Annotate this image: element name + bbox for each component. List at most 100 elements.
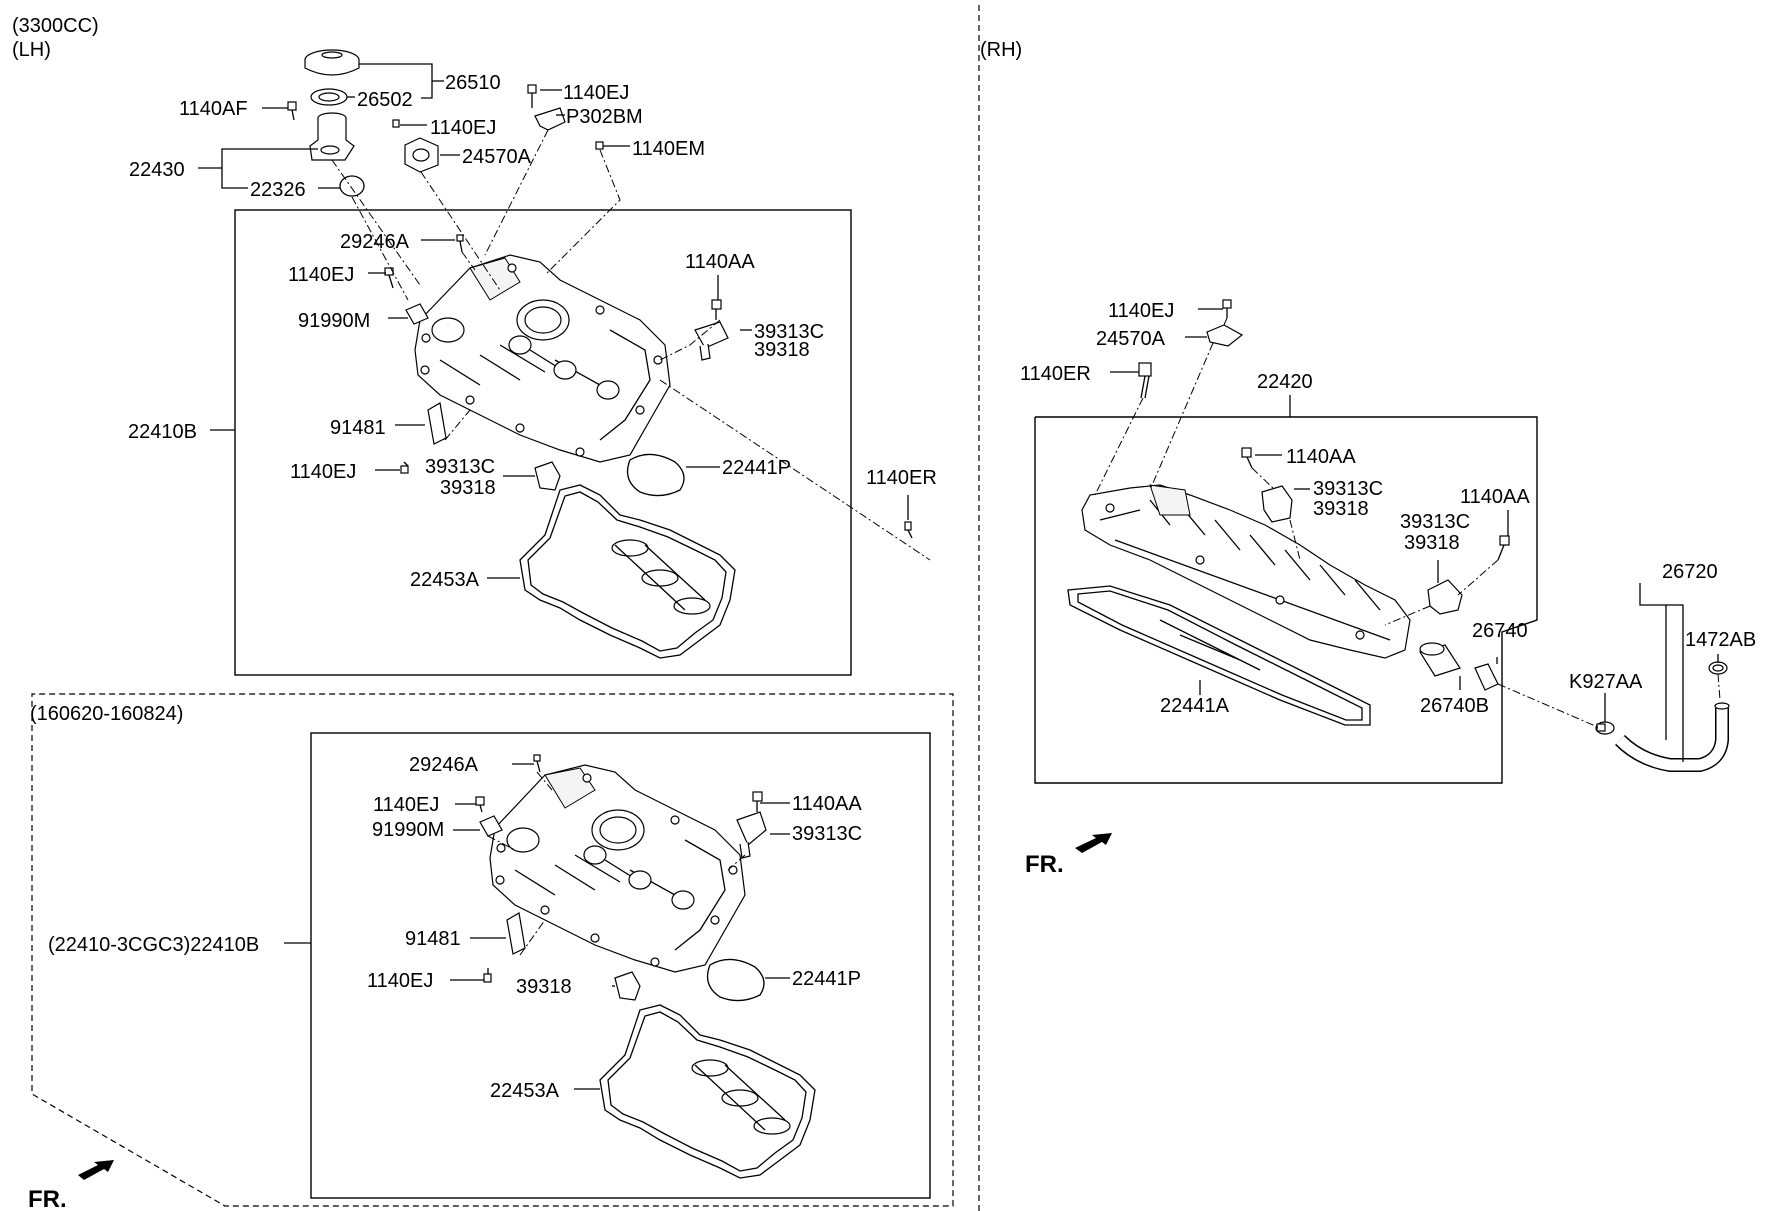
cap-24570A-rh xyxy=(1206,324,1244,347)
label-K927AA: K927AA xyxy=(1569,671,1643,693)
oil-filler-cap xyxy=(304,49,360,76)
label-39318-rh-b: 39318 xyxy=(1404,532,1460,554)
gasket-22453A-lower xyxy=(599,1004,816,1179)
rh-cover-box xyxy=(1034,416,1538,784)
label-26740B: 26740B xyxy=(1420,695,1489,717)
svg-text:FR.: FR. xyxy=(28,1186,67,1211)
lh-variant-box xyxy=(310,732,931,1199)
label-39318-rh-a: 39318 xyxy=(1313,498,1369,520)
variant-frame xyxy=(31,693,954,1207)
label-1140EM: 1140EM xyxy=(632,138,705,160)
clamp-K927AA xyxy=(1595,721,1615,735)
label-29246A-lower: 29246A xyxy=(409,754,479,776)
label-1140ER-rh: 1140ER xyxy=(1020,363,1091,385)
clip-91990M-lower xyxy=(479,815,503,837)
lh-valve-cover xyxy=(414,254,671,463)
lh-variant-cover xyxy=(489,764,746,973)
label-39318-a: 39318 xyxy=(754,339,810,361)
label-1140AA: 1140AA xyxy=(685,251,755,273)
label-39313C-rh-a: 39313C xyxy=(1313,478,1383,500)
grommet-26740B xyxy=(1419,642,1461,677)
bolt-1140ER-rh xyxy=(1138,362,1152,399)
bracket-91481-lower xyxy=(506,912,526,955)
label-1140EJ-lower-b: 1140EJ xyxy=(367,970,433,992)
label-22430: 22430 xyxy=(129,159,185,181)
label-1140AF: 1140AF xyxy=(179,98,248,120)
bolt-1140EJ-lower-b xyxy=(483,968,492,983)
pcv-valve-26740 xyxy=(1474,663,1499,691)
bracket-91481 xyxy=(427,402,447,445)
gasket-22453A xyxy=(519,484,736,659)
label-1140EJ-lower-a: 1140EJ xyxy=(373,794,439,816)
label-22410B: 22410B xyxy=(128,421,197,443)
bolt-1140ER-lh xyxy=(904,521,913,539)
label-39313C-b: 39313C xyxy=(425,456,495,478)
stud-29246A-lower xyxy=(533,754,541,773)
sensor-39313C-upper xyxy=(694,299,729,361)
label-26720: 26720 xyxy=(1662,561,1718,583)
sensor-39313C-rh-a xyxy=(1261,485,1293,523)
label-26510: 26510 xyxy=(445,72,501,94)
gasket-22441P-lower xyxy=(706,958,765,1002)
gasket-22441P xyxy=(626,453,685,497)
label-22420: 22420 xyxy=(1257,371,1313,393)
label-91990M-lower: 91990M xyxy=(372,819,444,841)
label-1140EJ-low: 1140EJ xyxy=(290,461,356,483)
stud-29246A xyxy=(456,234,464,253)
lh-cover-box xyxy=(234,209,852,676)
sensor-39313C-rh-b xyxy=(1427,579,1463,615)
front-arrow-lh: FR. xyxy=(28,1160,114,1211)
label-22410B-lower: (22410-3CGC3)22410B xyxy=(48,934,259,956)
bolt-1140EJ-lower-a xyxy=(475,796,485,813)
label-91990M: 91990M xyxy=(298,310,370,332)
label-39313C-rh-b: 39313C xyxy=(1400,511,1470,533)
label-91481-lower: 91481 xyxy=(405,928,461,950)
bolt-1140EJ-rh xyxy=(1222,299,1232,318)
front-arrow-rh: FR. xyxy=(1025,833,1112,878)
label-22326: 22326 xyxy=(250,179,306,201)
label-1140AA-rh-b: 1140AA xyxy=(1460,486,1530,508)
label-22453A: 22453A xyxy=(410,569,480,591)
label-1140EJ-rh: 1140EJ xyxy=(1108,300,1174,322)
label-26740: 26740 xyxy=(1472,620,1528,642)
clamp-1472AB xyxy=(1708,661,1728,675)
lh-header: (LH) xyxy=(12,39,51,61)
bracket-P302BM xyxy=(527,84,566,131)
rh-valve-cover xyxy=(1081,484,1411,659)
svg-text:FR.: FR. xyxy=(1025,851,1064,878)
label-39318-lower: 39318 xyxy=(516,976,572,998)
label-1140AA-rh-a: 1140AA xyxy=(1286,446,1356,468)
label-1140ER: 1140ER xyxy=(866,467,937,489)
label-22441P-lower: 22441P xyxy=(792,968,861,990)
label-91481: 91481 xyxy=(330,417,386,439)
label-1140EJ-mid: 1140EJ xyxy=(430,117,496,139)
label-22441A: 22441A xyxy=(1160,695,1230,717)
label-24570A-rh: 24570A xyxy=(1096,328,1166,350)
sensor-39313C-lower-variant xyxy=(736,791,767,859)
hose-26720 xyxy=(1615,702,1730,772)
bolt-1140AA-rh-b xyxy=(1497,535,1510,561)
label-39313C-a: 39313C xyxy=(754,321,824,343)
label-22441P: 22441P xyxy=(722,457,791,479)
sensor-39313C-lower xyxy=(534,461,561,491)
label-P302BM: P302BM xyxy=(566,106,643,128)
rh-header: (RH) xyxy=(980,39,1022,61)
label-1140EJ-top: 1140EJ xyxy=(563,82,629,104)
label-29246A: 29246A xyxy=(340,231,410,253)
label-22453A-lower: 22453A xyxy=(490,1080,560,1102)
label-24570A: 24570A xyxy=(462,146,532,168)
sensor-39318-lower xyxy=(614,971,641,1001)
bolt-1140EM xyxy=(595,141,604,150)
seal-ring xyxy=(310,88,348,106)
bolt-1140AF xyxy=(287,101,297,121)
gasket-22441A xyxy=(1067,585,1371,726)
bolt-1140EJ-low xyxy=(400,461,409,474)
bolt-1140AA-rh-a xyxy=(1241,447,1253,469)
label-39318-b: 39318 xyxy=(440,477,496,499)
cap-24570A xyxy=(392,119,439,173)
label-39313C-lower: 39313C xyxy=(792,823,862,845)
label-26502: 26502 xyxy=(357,89,413,111)
label-1140EJ-left: 1140EJ xyxy=(288,264,354,286)
period-header: (160620-160824) xyxy=(30,703,183,725)
